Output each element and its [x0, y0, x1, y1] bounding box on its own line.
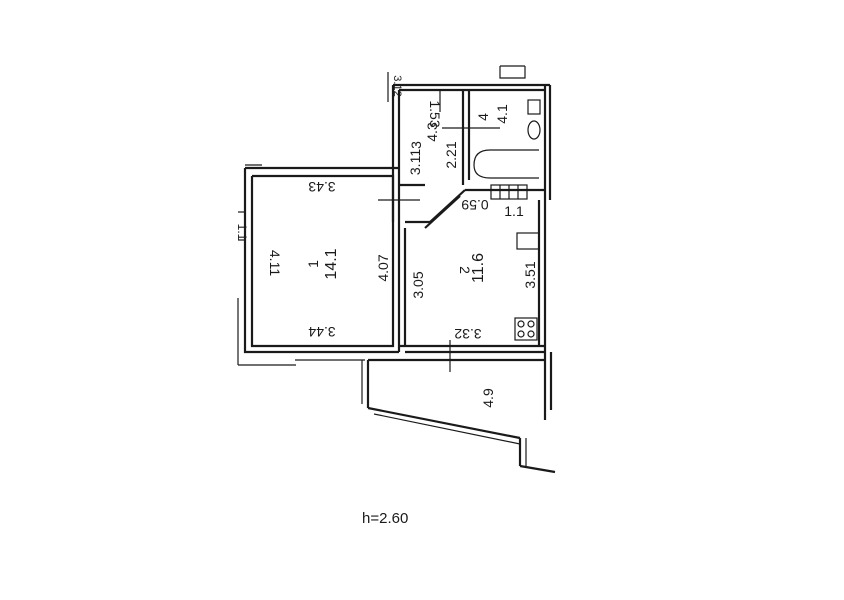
small-mark: 1.1	[504, 203, 524, 219]
room-3-length: 3.11	[407, 149, 423, 175]
left-stub-label: 1.1	[235, 224, 249, 241]
kitchen-counter	[516, 232, 540, 250]
room-3-width: 1.53	[427, 100, 443, 127]
room-3-area: 4.3	[424, 122, 440, 142]
room-3-4-walls	[387, 65, 552, 222]
room-1-length-left: 4.11	[267, 250, 283, 276]
room-2-walls	[397, 188, 547, 354]
room-2-length-left: 3.05	[410, 271, 426, 298]
door-marks	[295, 127, 510, 372]
room-1-area: 14.1	[323, 248, 340, 279]
room-4-number: 4	[475, 113, 491, 121]
room-5-labels: 4.9	[480, 388, 496, 408]
stub-label: 3.12	[391, 75, 403, 96]
balcony-walls	[361, 352, 556, 474]
stove-icon	[514, 317, 538, 341]
room-2-area: 11.6	[470, 253, 487, 283]
room-1-walls	[237, 164, 399, 366]
corridor-diagonal: 0.59	[461, 197, 488, 213]
room-2-labels: 2 11.6 3.32 3.05 3.51 0.59 1.1	[410, 197, 538, 342]
room-2-length-right: 3.51	[522, 261, 538, 288]
ceiling-height-label: h=2.60	[362, 510, 409, 527]
room-1-labels: 1 14.1 3.43 3.44 4.07 4.11 1.1	[235, 179, 391, 340]
room-5-area: 4.9	[480, 388, 496, 408]
room-1-length-right: 4.07	[375, 254, 391, 281]
toilet-icon	[527, 99, 541, 140]
room-4-labels: 4 4.1	[475, 104, 510, 124]
room-1-width-top: 3.43	[308, 179, 335, 195]
room-1-width-bottom: 3.44	[308, 324, 335, 340]
room-3-length-alt: 2.21	[443, 141, 459, 168]
room-4-area: 4.1	[494, 104, 510, 124]
room-3-number: 3	[408, 141, 424, 149]
room-3-labels: 3 4.3 1.53 3.11 2.21 3.12	[391, 75, 459, 175]
sink-icon	[490, 184, 528, 200]
room-1-number: 1	[305, 260, 321, 268]
bathtub	[473, 149, 539, 179]
room-2-width: 3.32	[454, 326, 481, 342]
room-2-number: 2	[457, 266, 473, 274]
